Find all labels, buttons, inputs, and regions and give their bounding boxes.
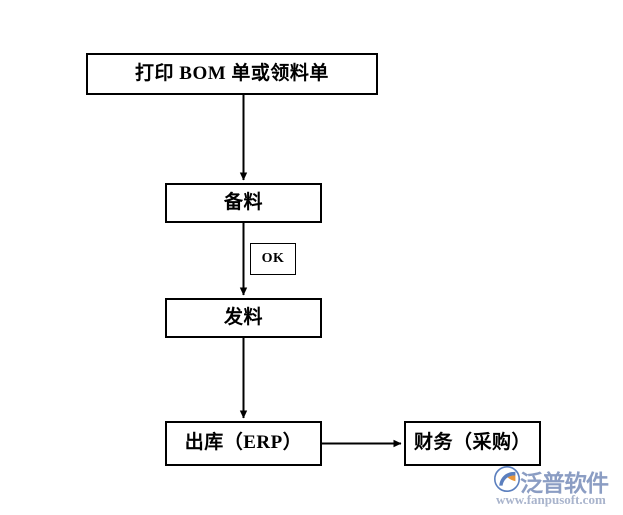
node-label: 备料: [223, 191, 263, 213]
node-outbound-erp[interactable]: 出库（ERP）: [165, 421, 322, 466]
watermark-url: www.fanpusoft.com: [496, 492, 606, 507]
node-label: 出库（ERP）: [184, 432, 303, 454]
node-finance-purchasing[interactable]: 财务（采购）: [404, 421, 541, 466]
node-issue-material[interactable]: 发料: [165, 298, 322, 338]
node-label: OK: [261, 251, 285, 267]
watermark-brand: 泛普软件: [520, 471, 609, 497]
node-label: 财务（采购）: [413, 432, 531, 454]
node-prepare-material[interactable]: 备料: [165, 183, 322, 223]
node-print-bom-or-picking-list[interactable]: 打印 BOM 单或领料单: [86, 53, 378, 95]
fanpusoft-logo-icon: [494, 466, 520, 492]
node-label: 打印 BOM 单或领料单: [135, 62, 329, 84]
node-label: 发料: [223, 306, 263, 328]
node-ok-condition-label[interactable]: OK: [250, 243, 296, 275]
watermark: 泛普软件 www.fanpusoft.com: [494, 464, 623, 512]
